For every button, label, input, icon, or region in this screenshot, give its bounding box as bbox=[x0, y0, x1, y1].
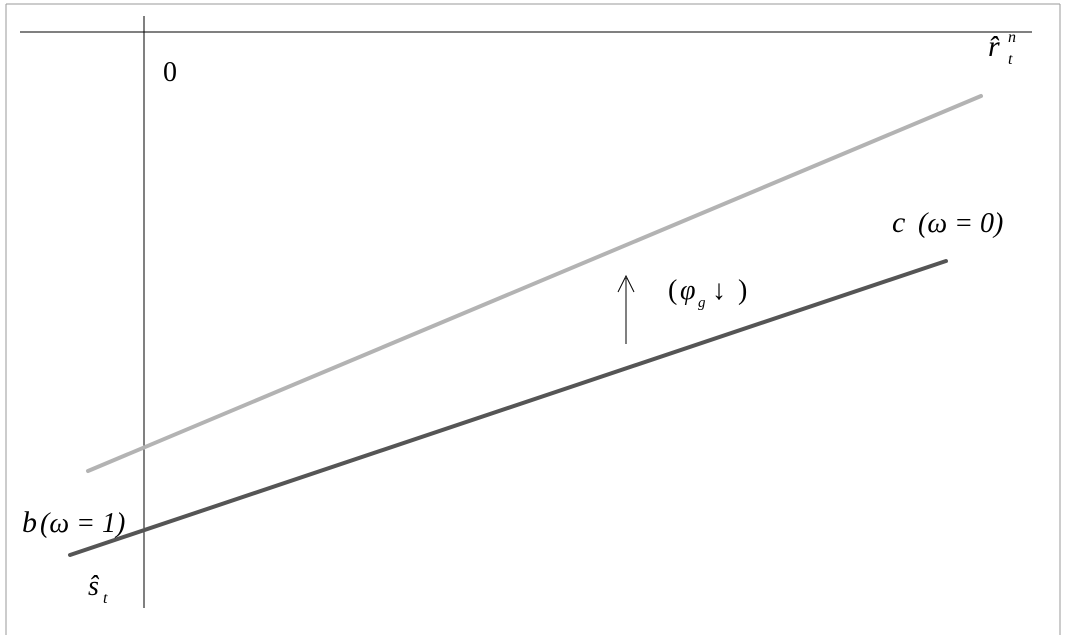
shift-arrowhead bbox=[617, 274, 635, 293]
shift-annotation-arrow: ↓ bbox=[712, 275, 726, 306]
shift-annotation: ( φ g ↓ ) bbox=[668, 275, 747, 311]
shift-annotation-symbol: φ bbox=[680, 275, 696, 306]
curve-b-label: b (ω = 1) bbox=[22, 506, 125, 539]
curve-c-label: c (ω = 0) bbox=[892, 206, 1003, 239]
origin-label: 0 bbox=[163, 57, 177, 88]
y-axis-label-base: ŝ bbox=[88, 571, 100, 602]
shift-annotation-open: ( bbox=[668, 275, 677, 306]
upper-line bbox=[86, 94, 983, 473]
shift-annotation-sub: g bbox=[698, 295, 706, 311]
x-axis-label: r̂ t n bbox=[988, 29, 1016, 68]
x-axis-label-base: r̂ bbox=[988, 30, 1000, 63]
x-axis-label-sup: n bbox=[1008, 29, 1016, 46]
curve-b-letter: b bbox=[22, 506, 37, 539]
curve-b-condition: (ω = 1) bbox=[40, 508, 125, 539]
y-axis-label-sub: t bbox=[103, 590, 108, 607]
y-axis-label: ŝ t bbox=[88, 571, 108, 607]
curve-c-condition: (ω = 0) bbox=[918, 208, 1003, 239]
shift-annotation-close: ) bbox=[738, 275, 747, 306]
curve-c-letter: c bbox=[892, 206, 905, 239]
lower-line bbox=[68, 259, 948, 557]
x-axis-label-sub: t bbox=[1008, 51, 1013, 68]
